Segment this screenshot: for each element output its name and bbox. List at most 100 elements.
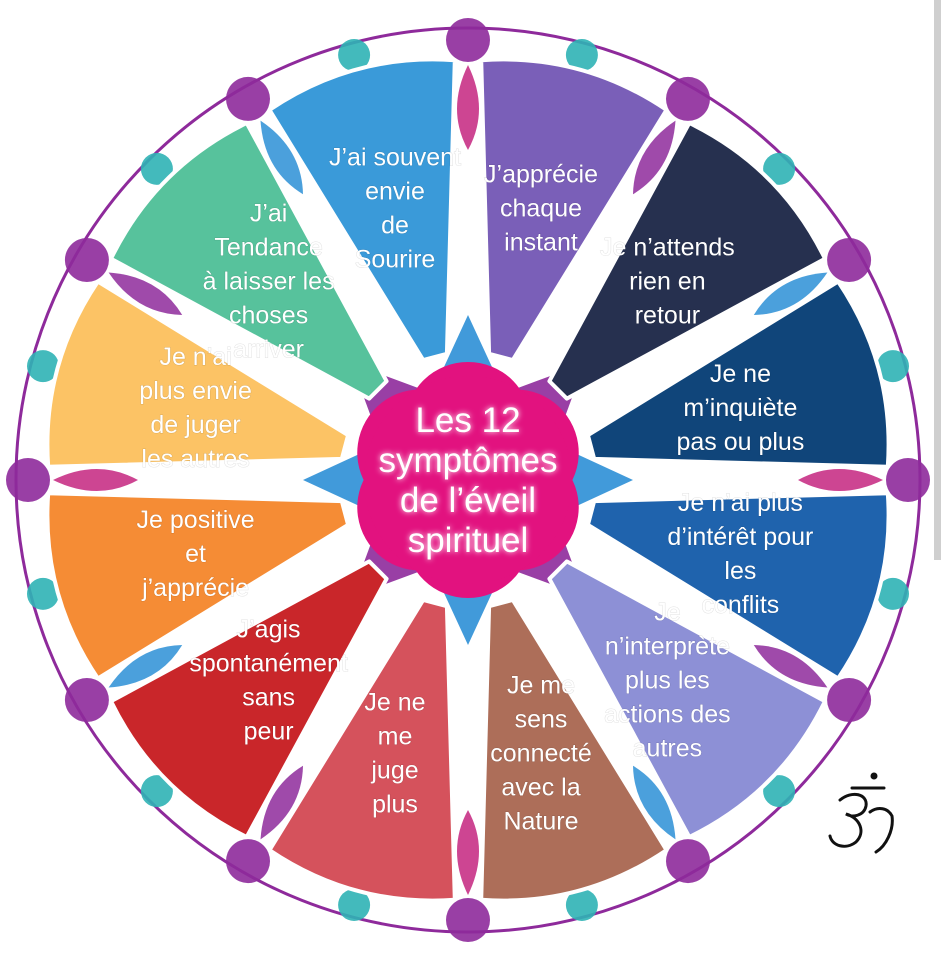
petal-text-line: Je n’ai: [159, 343, 231, 371]
ornament-scallop: [27, 577, 59, 610]
ornament-scallop: [827, 238, 872, 282]
petal-text-line: peur: [244, 717, 294, 745]
center-title-line: de l’éveil: [400, 481, 536, 520]
ornament-scallop: [565, 39, 598, 71]
ornament-scallop: [763, 775, 796, 808]
ornament-leaf: [260, 765, 303, 840]
petal-text-line: J’agis: [237, 615, 301, 643]
petal-text-line: conflits: [701, 591, 779, 619]
petal-shape: [109, 559, 389, 839]
petal-text-line: pas ou plus: [676, 428, 804, 456]
petal-text-line: chaque: [500, 195, 582, 223]
ornament-scallop: [565, 889, 598, 921]
petal-text-line: juge: [370, 756, 418, 784]
petal-shape: [479, 57, 669, 363]
petal-shape: [267, 57, 457, 363]
ornament-scallop: [763, 152, 796, 185]
center-disc: [364, 376, 572, 584]
petal-text-line: J’apprécie: [484, 161, 598, 189]
petal-text-line: choses: [229, 302, 308, 330]
petal-text-line: J’ai: [250, 200, 288, 228]
ornament-scallop: [877, 577, 909, 610]
petal-shape: [45, 279, 351, 469]
petal-text-line: Tendance: [214, 234, 322, 262]
ornament-leaf: [753, 645, 828, 688]
petal-shape: [585, 491, 891, 681]
ornament-scallop: [27, 350, 59, 383]
petal-text-line: sens: [515, 705, 568, 733]
petal: Je n’ai plus envie de juger les autres: [45, 279, 351, 474]
ornament-scallop: [140, 775, 173, 808]
petal-shape: [479, 597, 669, 903]
petal-text-line: de juger: [150, 411, 240, 439]
om-dot: [870, 772, 878, 780]
ornament-scallop: [64, 678, 109, 722]
petal-text-line: retour: [635, 302, 700, 330]
petal-text-line: actions des: [604, 700, 730, 728]
ornament-leaf: [798, 469, 883, 491]
petal-shape: [45, 491, 351, 681]
petal-text-line: Sourire: [355, 246, 436, 274]
om-symbol-icon: [828, 772, 894, 854]
petal-shape: [109, 121, 389, 401]
petal-text-line: et: [185, 540, 206, 568]
ornament-leaf: [108, 272, 183, 315]
center-title-line: spirituel: [408, 521, 529, 560]
om-stroke: [828, 792, 868, 848]
petal-text-line: d’intérêt pour: [667, 523, 813, 551]
ornament-scallop: [338, 889, 371, 921]
ornament-scallop: [886, 458, 930, 502]
scrollbar[interactable]: [934, 0, 941, 560]
petal-text-line: de: [381, 212, 409, 240]
ornament-scallop: [446, 898, 490, 942]
ornament-scallop: [226, 839, 270, 884]
petal-text-line: me: [378, 722, 413, 750]
petal-text-line: autres: [633, 734, 702, 762]
petal-text-line: Je ne: [364, 688, 425, 716]
petal-text-line: instant: [504, 229, 578, 257]
ornament-leaf: [633, 120, 676, 195]
petal-text-line: sans: [242, 683, 295, 711]
petal-text-line: Nature: [503, 807, 578, 835]
om-stroke: [868, 807, 894, 854]
petal-text-line: J’ai souvent: [329, 144, 461, 172]
petal-text-line: n’interprète: [605, 632, 730, 660]
petal-text-line: plus: [372, 790, 418, 818]
petal-text-line: Je me: [507, 671, 575, 699]
center-title-line: Les 12: [415, 401, 520, 440]
ornament-scallop: [877, 350, 909, 383]
ornament-leaf: [633, 765, 676, 840]
petal-text-line: Je n’attends: [600, 234, 735, 262]
ornament-scallop: [666, 839, 710, 884]
petal-text-line: connecté: [490, 739, 591, 767]
ornament-scallop: [446, 18, 490, 62]
petal-text-line: les autres: [141, 445, 249, 473]
petal-text-line: Je ne: [710, 360, 771, 388]
petal-text-line: les: [724, 557, 756, 585]
petal-text-line: j’apprécie: [141, 574, 249, 602]
ornament-leaf: [108, 645, 183, 688]
petal-text-line: plus envie: [139, 377, 252, 405]
center-title-line: symptômes: [379, 441, 558, 480]
petal-text-line: m’inquiète: [683, 394, 797, 422]
ornament-leaf: [457, 65, 479, 150]
ornament-scallop: [226, 76, 270, 121]
ornament-leaf: [753, 272, 828, 315]
ornament-leaf: [260, 120, 303, 195]
ornament-scallop: [827, 678, 872, 722]
petal-shape: [585, 279, 891, 469]
petal-shape: [547, 559, 827, 839]
petal-shape: [547, 121, 827, 401]
petal-text-line: à laisser les: [203, 268, 335, 296]
petal-text-line: envie: [365, 178, 425, 206]
